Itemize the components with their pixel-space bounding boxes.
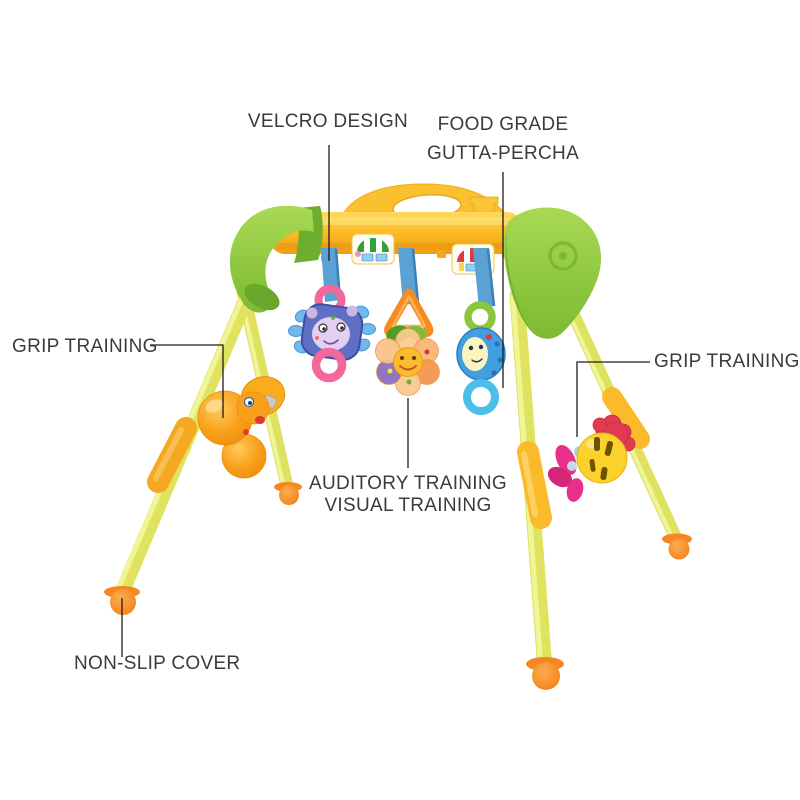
grip-right-callout-line — [576, 361, 650, 437]
left-grip-rattle — [197, 376, 286, 479]
rear-left-foot — [274, 482, 302, 505]
left-green-arm — [229, 205, 323, 313]
ladybug-rattle-toy — [456, 301, 506, 415]
green-awning-sticker — [351, 233, 395, 265]
monkey-rattle-toy — [288, 284, 376, 383]
food-grade-line1: FOOD GRADE — [437, 114, 569, 135]
callout-lines — [121, 145, 650, 657]
front-left-foot — [104, 586, 140, 615]
velcro-straps — [321, 248, 496, 308]
front-left-leg — [115, 284, 257, 598]
rear-right-foot — [662, 533, 692, 560]
right-green-arm — [503, 207, 602, 339]
ball-slots — [589, 437, 614, 481]
velcro-design-label: VELCRO DESIGN — [247, 111, 409, 132]
left-leg-joint-sleeve — [147, 417, 197, 493]
right-leg-joint-sleeve — [517, 441, 552, 529]
grip-training-left-label: GRIP TRAINING — [12, 336, 158, 357]
training-label: AUDITORY TRAINING VISUAL TRAINING — [288, 473, 528, 517]
auditory-training-line: AUDITORY TRAINING — [309, 473, 507, 494]
food-grade-label: FOOD GRADE GUTTA-PERCHA — [383, 110, 623, 168]
non-slip-cover-label: NON-SLIP COVER — [74, 653, 241, 674]
front-right-leg — [509, 288, 553, 678]
rear-right-joint-sleeve — [602, 387, 650, 449]
grip-left-callout-line — [150, 344, 224, 418]
food-grade-line2: GUTTA-PERCHA — [426, 143, 580, 164]
flower-rattle-toy — [375, 288, 440, 396]
grip-training-right-label: GRIP TRAINING — [654, 351, 800, 372]
visual-training-line: VISUAL TRAINING — [324, 495, 492, 516]
front-right-foot — [526, 657, 564, 690]
right-grip-rattle — [547, 414, 636, 502]
